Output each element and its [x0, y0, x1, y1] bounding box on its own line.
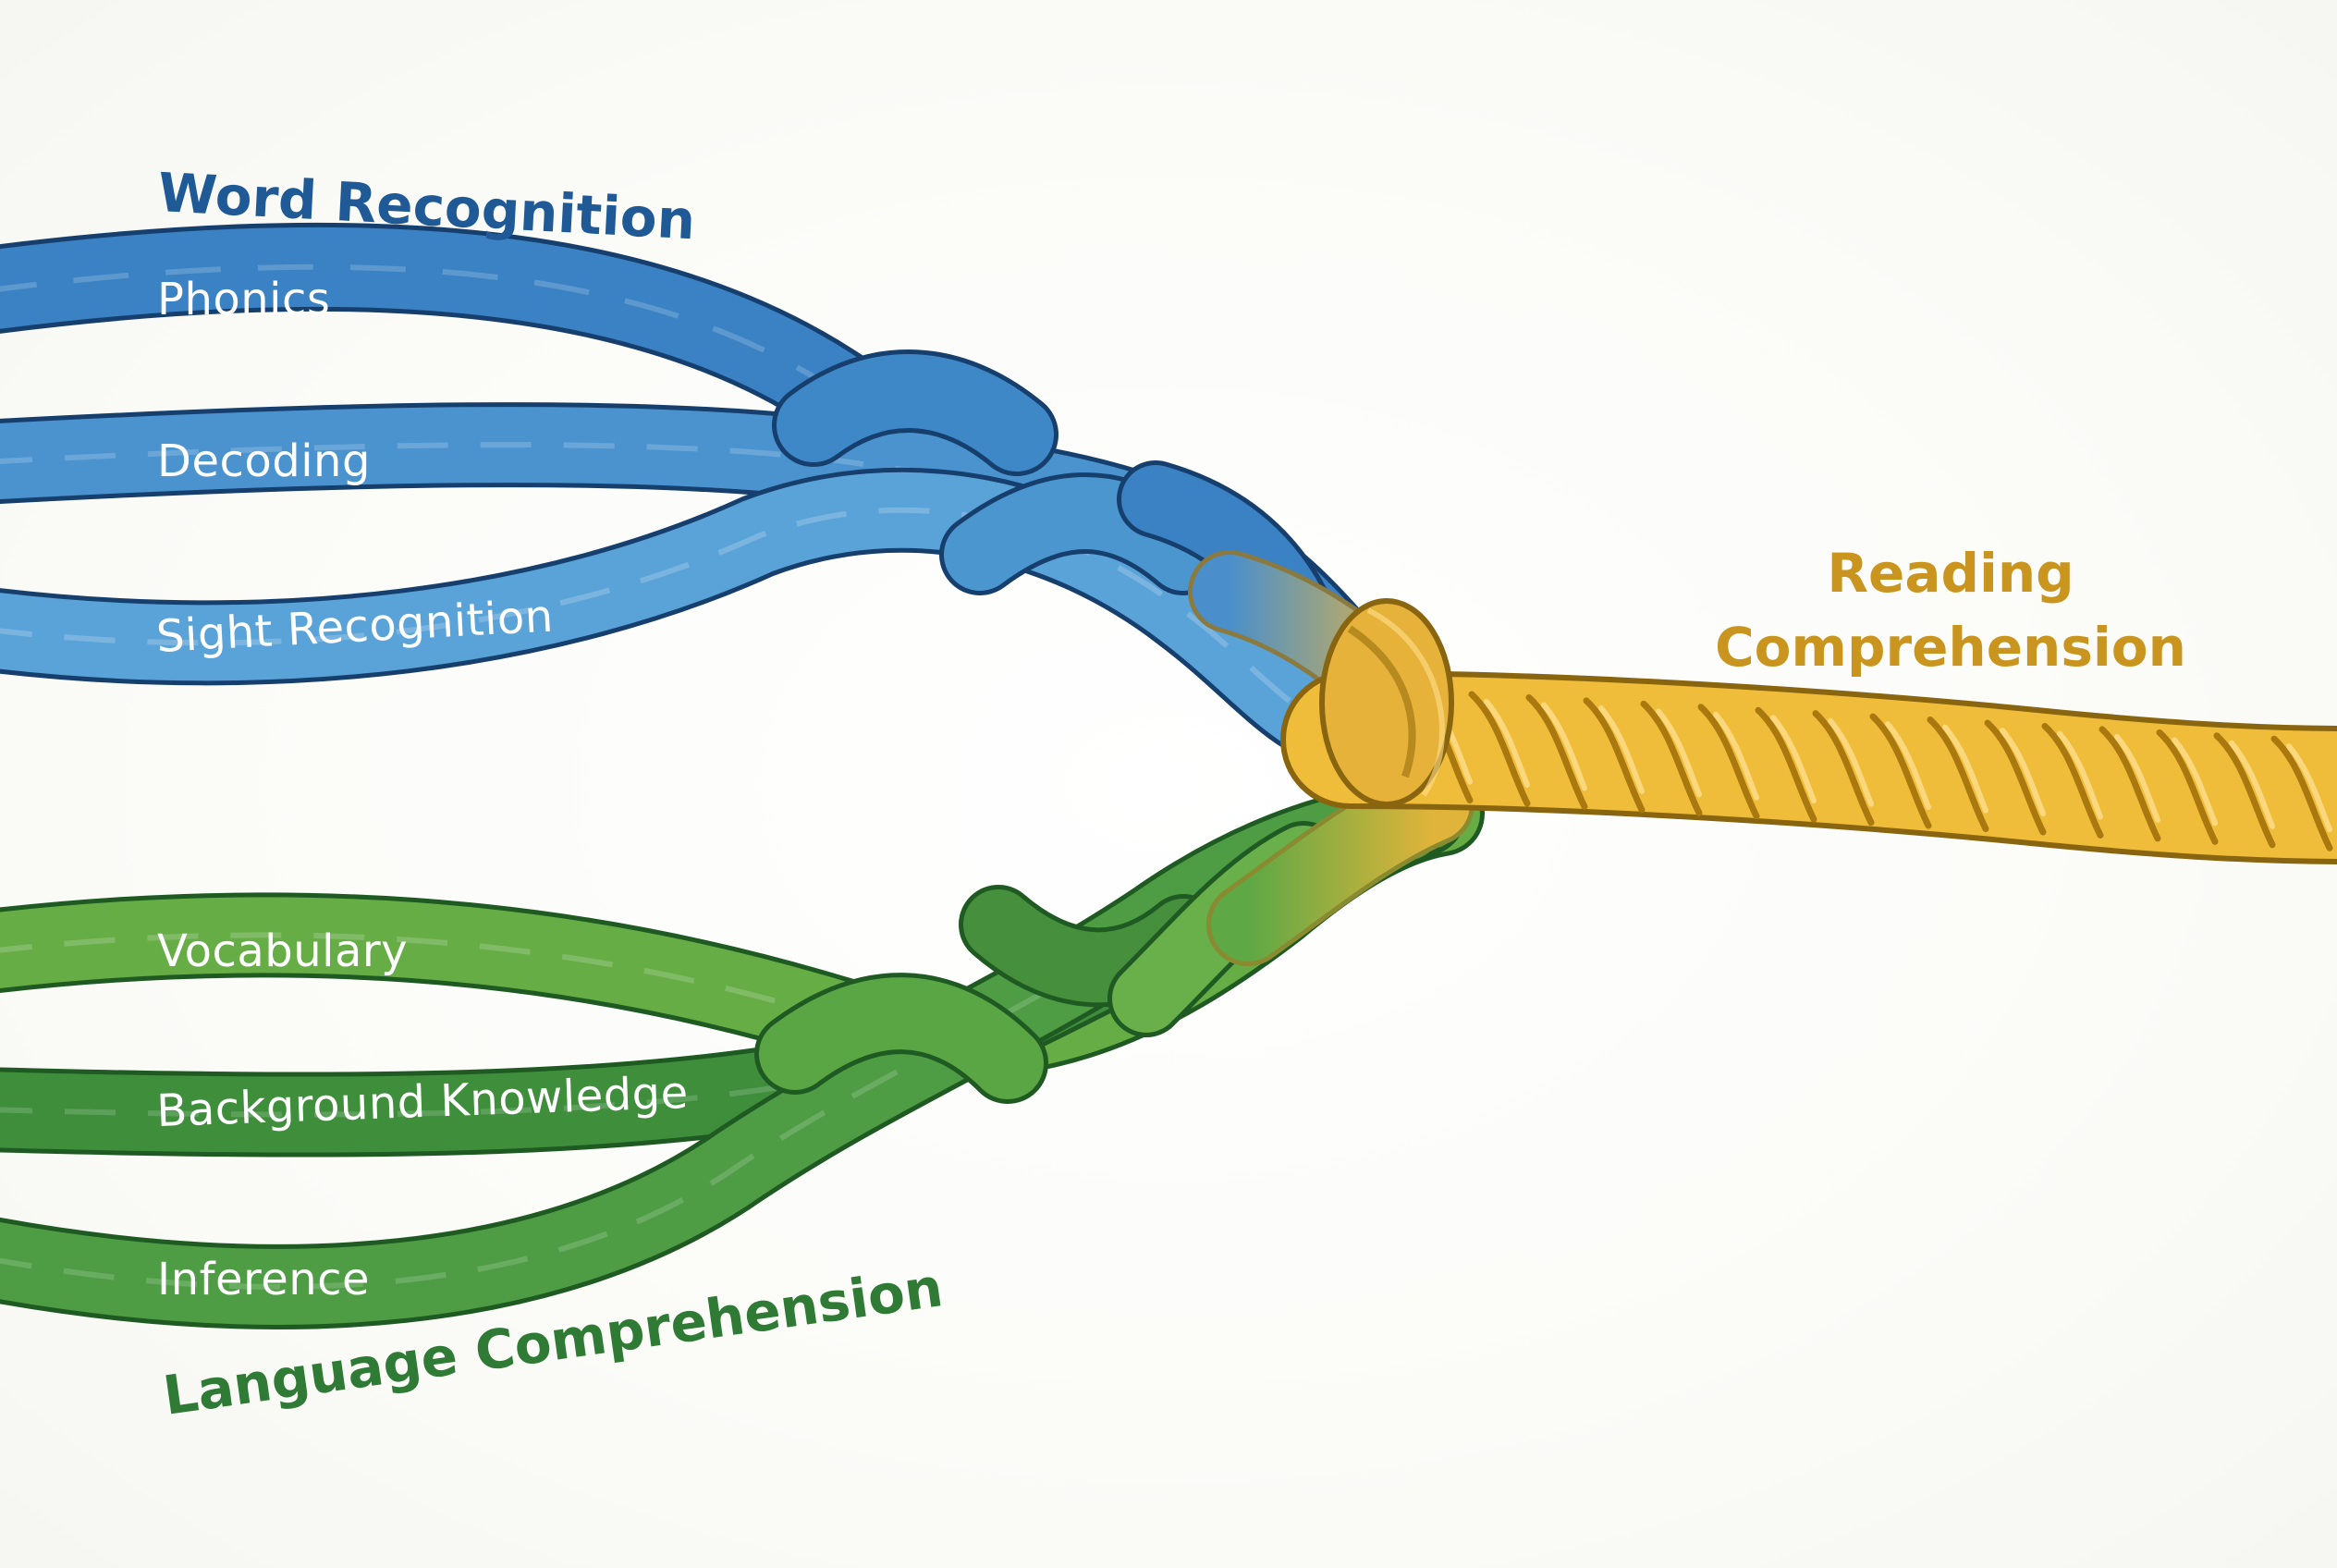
rope-twist-highlight [1828, 717, 1874, 807]
sight-recognition-strand [0, 467, 1392, 773]
rope-twist [1697, 704, 1760, 820]
rope-twist-highlight [1713, 711, 1759, 801]
reading-label: Reading [1827, 542, 2074, 605]
rope-twist-strands [1411, 688, 2333, 851]
rope-twist [2098, 726, 2161, 842]
rope-twist [2270, 735, 2333, 851]
rope-twist-highlight [2229, 740, 2275, 829]
rope-twist [1468, 691, 1531, 807]
vocabulary-label: Vocabulary [157, 925, 408, 977]
rope-twist [1927, 717, 1989, 833]
rope-twist-highlight [2172, 737, 2218, 827]
rope-twist [1812, 710, 1875, 827]
word-recognition-strands [0, 222, 1447, 773]
rope-twist-highlight [1656, 708, 1702, 798]
rope-twist [1869, 713, 1932, 829]
rope-twist-highlight [2286, 743, 2332, 833]
rope-twist [2041, 722, 2104, 839]
sight-recognition-strand-body [0, 472, 1388, 768]
rope-twist-highlight [1541, 702, 1587, 791]
reading-comprehension-rope [1280, 598, 2337, 864]
rope-twist-highlight [1484, 699, 1530, 788]
decoding-label: Decoding [157, 435, 371, 487]
rope-twist [1583, 697, 1646, 814]
phonics-label: Phonics [157, 274, 330, 325]
rope-twist [2156, 729, 2219, 845]
rope-twist [2213, 732, 2276, 849]
rope-twist-highlight [1885, 721, 1931, 811]
comprehension-label: Comprehension [1715, 616, 2186, 679]
rope-twist-highlight [1942, 724, 1988, 814]
rope-twist [1525, 693, 1588, 810]
rope-twist [1640, 700, 1703, 816]
rope-twist-highlight [1598, 704, 1645, 794]
rope-twist-highlight [2057, 730, 2103, 820]
language-comprehension-strands [0, 763, 1485, 1329]
rope-twist [1984, 719, 2047, 836]
rope-twist [1755, 706, 1817, 823]
inference-label: Inference [157, 1254, 370, 1305]
rope-twist-highlight [1770, 715, 1817, 804]
rope-twist-highlight [2114, 733, 2160, 823]
rope-twist-highlight [2000, 728, 2046, 816]
